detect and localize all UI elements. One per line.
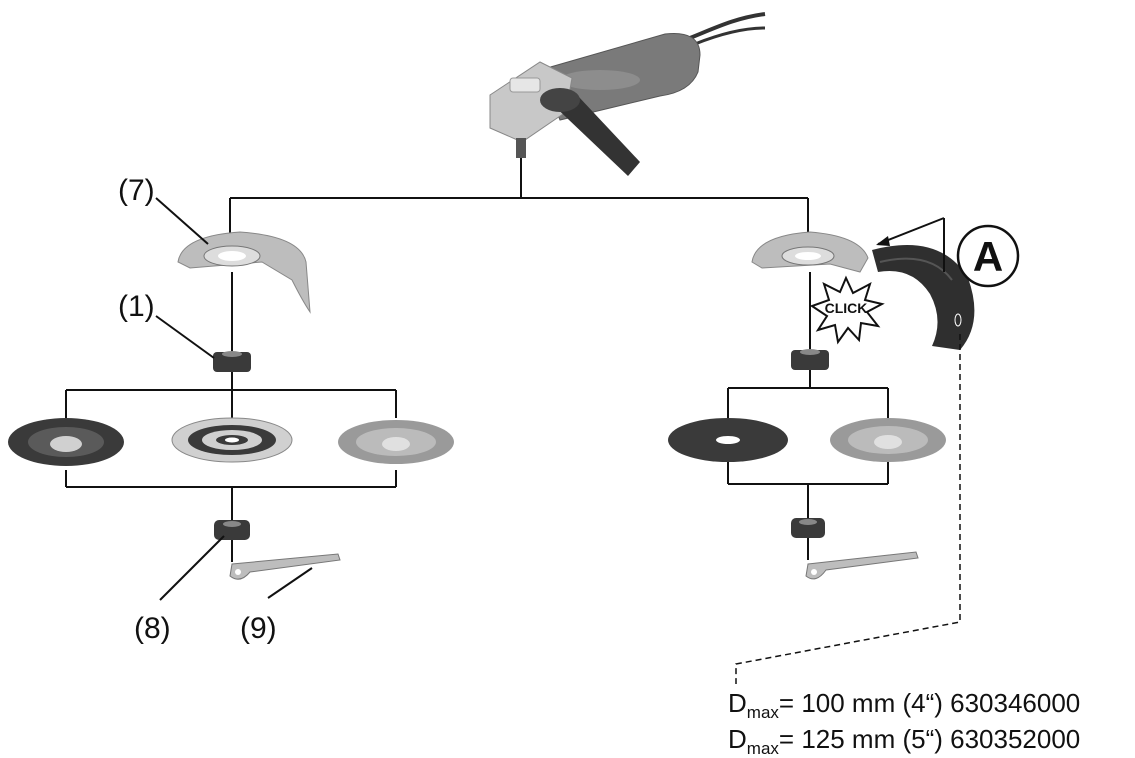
grinding-disc-icon	[171, 417, 293, 463]
two-hole-spanner-icon	[805, 551, 919, 580]
marker-a-letter: A	[973, 233, 1003, 280]
spec-subscript: max	[747, 739, 780, 758]
spec-value: = 125 mm (5“) 630352000	[779, 724, 1080, 754]
wheel-guard-icon	[751, 231, 869, 273]
clamping-nut-icon	[214, 520, 250, 540]
click-indicator: CLICK	[809, 275, 885, 345]
clamping-nut-icon	[791, 518, 825, 538]
spec-subscript: max	[747, 703, 780, 722]
grinding-disc-icon	[668, 418, 788, 462]
wheel-guard-icon	[177, 231, 311, 314]
spanner-callout: (9)	[240, 612, 277, 645]
click-label: CLICK	[825, 300, 868, 316]
clamping-nut-callout: (8)	[134, 612, 171, 645]
two-hole-spanner-icon	[229, 553, 341, 580]
marker-a: A	[876, 217, 1020, 288]
spec-value: = 100 mm (4“) 630346000	[779, 688, 1080, 718]
connector-lines	[65, 158, 889, 562]
support-flange-icon	[791, 349, 829, 370]
grinding-disc-icon	[8, 418, 124, 466]
spec-line-1: Dmax= 100 mm (4“) 630346000	[728, 688, 1080, 722]
grinding-disc-icon	[830, 418, 946, 462]
spec-line-2: Dmax= 125 mm (5“) 630352000	[728, 724, 1080, 758]
support-flange-icon	[213, 351, 251, 372]
spec-symbol: D	[728, 724, 747, 754]
callout-leaders	[155, 197, 961, 684]
cutting-guard-icon	[872, 244, 975, 350]
grinding-disc-icon	[338, 420, 454, 464]
support-flange-callout: (1)	[118, 290, 155, 323]
spec-symbol: D	[728, 688, 747, 718]
angle-grinder-icon	[489, 12, 766, 176]
guard-callout: (7)	[118, 174, 155, 207]
